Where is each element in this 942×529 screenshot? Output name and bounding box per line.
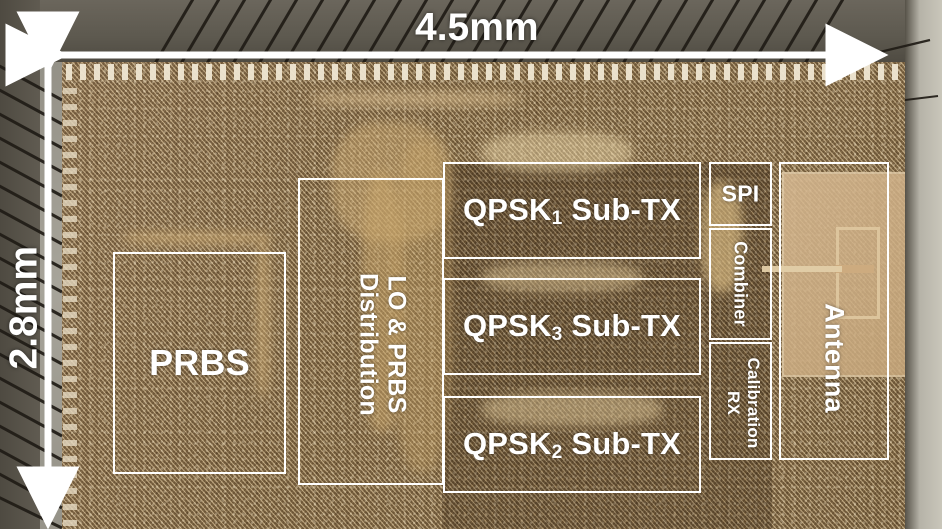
metal-blotch bbox=[257, 237, 269, 397]
dimension-height-label: 2.8mm bbox=[2, 245, 46, 370]
antenna-dipole bbox=[836, 227, 880, 319]
antenna-dipole-gap bbox=[836, 265, 874, 273]
die-texture bbox=[62, 62, 905, 529]
block-calibration-rx[interactable]: Calibration RX bbox=[709, 342, 772, 460]
block-qpsk2-label: QPSK2 Sub-TX bbox=[445, 427, 699, 461]
antenna-feed-line bbox=[762, 266, 842, 272]
bond-pad-row-left bbox=[63, 88, 77, 526]
qpsk3-sub: 3 bbox=[551, 323, 563, 345]
block-qpsk2-sub-tx[interactable]: QPSK2 Sub-TX bbox=[443, 396, 701, 493]
lo-prbs-line1: LO & PRBS bbox=[382, 275, 411, 414]
metal-blotch bbox=[312, 92, 522, 106]
block-qpsk3-sub-tx[interactable]: QPSK3 Sub-TX bbox=[443, 278, 701, 375]
calibration-rx-line1: Calibration bbox=[744, 357, 763, 449]
block-prbs-label: PRBS bbox=[149, 342, 250, 383]
metal-blotch bbox=[362, 172, 402, 432]
block-antenna-label: Antenna bbox=[819, 303, 850, 413]
metal-blotch bbox=[482, 132, 632, 172]
block-prbs[interactable]: PRBS bbox=[113, 252, 286, 474]
calibration-rx-line2: RX bbox=[724, 390, 743, 416]
block-qpsk1-label: QPSK1 Sub-TX bbox=[445, 193, 699, 227]
block-qpsk1-sub-tx[interactable]: QPSK1 Sub-TX bbox=[443, 162, 701, 259]
metal-blotch bbox=[482, 262, 642, 292]
block-calibration-rx-text: Calibration RX bbox=[711, 344, 774, 462]
block-antenna[interactable]: Antenna bbox=[779, 162, 889, 460]
block-qpsk3-label: QPSK3 Sub-TX bbox=[445, 309, 699, 343]
block-combiner[interactable]: Combiner bbox=[709, 228, 772, 340]
qpsk1-suffix: Sub-TX bbox=[562, 191, 682, 227]
package-frame-right bbox=[905, 0, 942, 529]
antenna-metal-patch bbox=[782, 172, 905, 377]
qpsk2-name: QPSK bbox=[462, 425, 552, 461]
lo-prbs-line2: Distribution bbox=[354, 273, 383, 416]
qpsk3-name: QPSK bbox=[462, 307, 552, 343]
qpsk2-suffix: Sub-TX bbox=[562, 425, 682, 461]
bond-pad-row-top bbox=[66, 64, 901, 80]
chip-die bbox=[62, 62, 905, 529]
block-lo-prbs-distribution[interactable]: LO & PRBS Distribution bbox=[298, 178, 444, 485]
block-lo-prbs-distribution-text: LO & PRBS Distribution bbox=[300, 180, 446, 487]
dimension-width-label: 4.5mm bbox=[415, 6, 539, 49]
qpsk2-sub: 2 bbox=[551, 441, 563, 463]
block-spi[interactable]: SPI bbox=[709, 162, 772, 226]
metal-blotch bbox=[702, 182, 742, 292]
qpsk1-name: QPSK bbox=[462, 191, 552, 227]
qpsk1-sub: 1 bbox=[551, 207, 563, 229]
qpsk3-suffix: Sub-TX bbox=[562, 307, 682, 343]
metal-blotch bbox=[122, 232, 272, 244]
block-spi-label: SPI bbox=[721, 180, 760, 207]
